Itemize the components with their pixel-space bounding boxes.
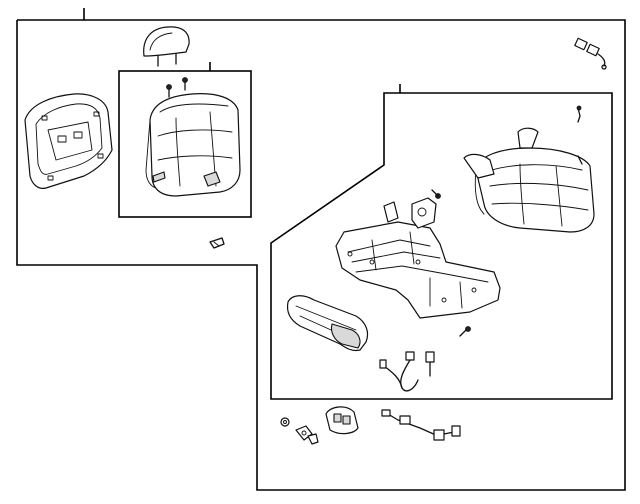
connector[interactable] [574,37,607,70]
switch[interactable] [325,406,359,435]
track-bracket[interactable] [411,189,441,229]
small-harness[interactable] [381,409,461,441]
wiring-harness[interactable] [379,351,435,392]
seat-back-box [118,62,252,218]
headrest[interactable] [143,26,190,67]
clip[interactable] [209,237,225,249]
seat-back-cushion[interactable] [145,77,241,197]
knob[interactable] [295,425,319,445]
seat-cushion[interactable] [463,127,595,233]
grommet[interactable] [280,417,290,427]
back-panel[interactable] [24,93,113,189]
switch-bezel[interactable] [330,323,361,349]
seat-frame[interactable] [335,201,501,319]
bolt[interactable] [576,105,582,123]
seat-cushion-box [270,84,613,400]
frame-bolt[interactable] [459,326,471,337]
seat-back-group-outline [16,8,626,491]
